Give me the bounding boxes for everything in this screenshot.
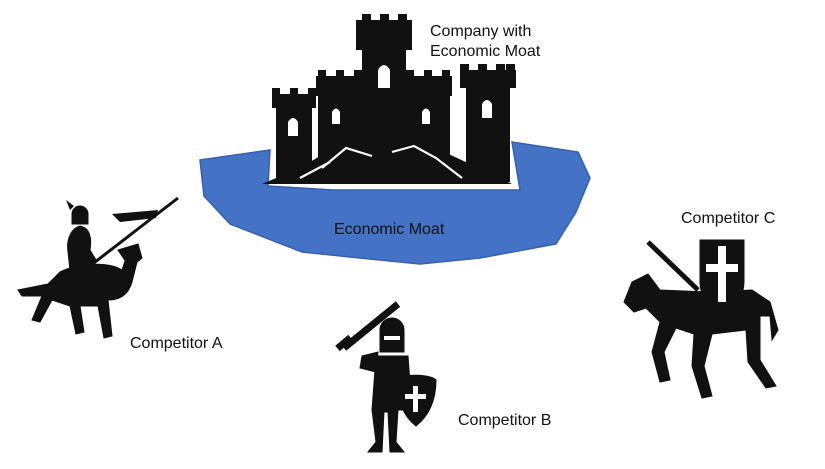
knight-on-horse-with-sword-and-shield-icon [623, 239, 779, 399]
castle-label: Company with Economic Moat [430, 23, 541, 60]
castle-icon [262, 14, 516, 184]
knight-on-horse-with-lance-icon [17, 196, 179, 339]
moat-label: Economic Moat [334, 221, 445, 238]
knight-with-sword-and-shield-icon [335, 301, 437, 453]
competitor-c-label: Competitor C [681, 210, 776, 227]
moat-shape [199, 141, 591, 265]
competitor-a-label: Competitor A [130, 335, 223, 352]
competitor-b-label: Competitor B [458, 412, 552, 429]
